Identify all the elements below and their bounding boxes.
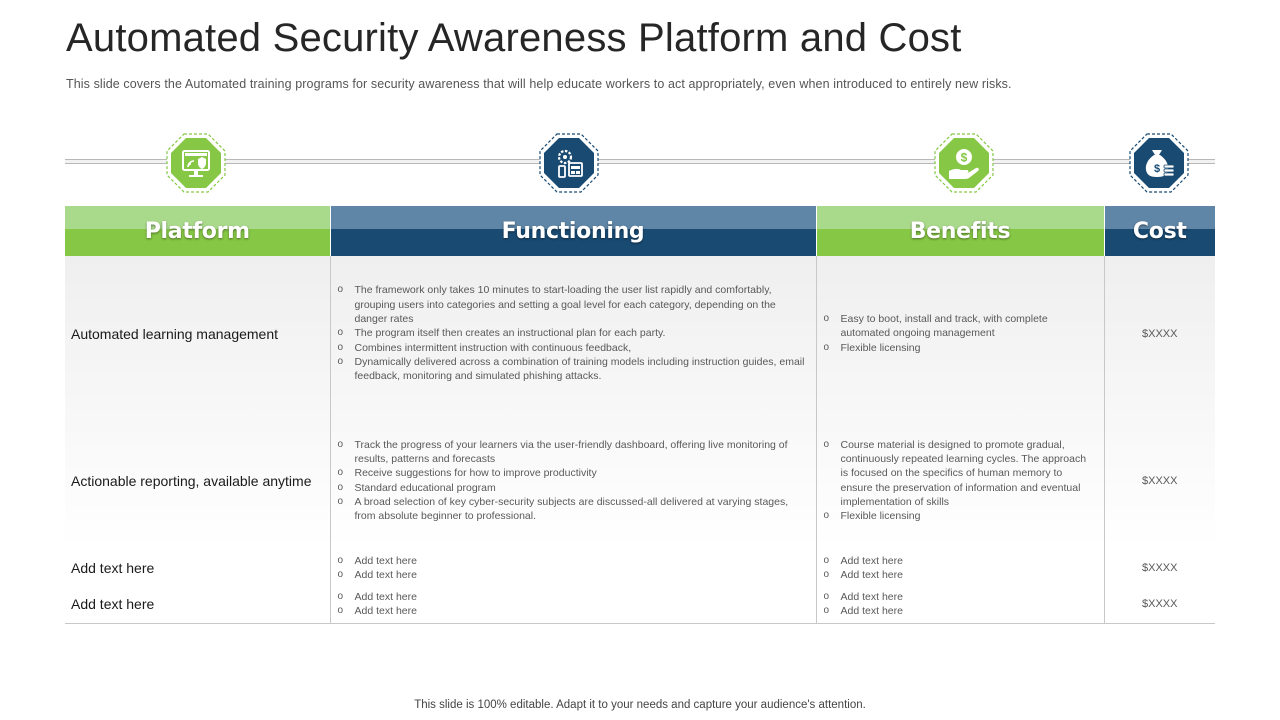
list-item: Add text here bbox=[338, 604, 808, 619]
list-item: Add text here bbox=[824, 568, 1096, 583]
list-item: Flexible licensing bbox=[824, 509, 1096, 524]
table-row: Actionable reporting, available anytime … bbox=[65, 411, 1215, 550]
platform-cell: Add text here bbox=[65, 586, 331, 624]
list-item: Add text here bbox=[338, 554, 808, 569]
list-item: Course material is designed to promote g… bbox=[824, 438, 1096, 509]
list-item: A broad selection of key cyber-security … bbox=[338, 495, 808, 524]
benefits-cell: Course material is designed to promote g… bbox=[816, 411, 1105, 550]
table-row: Add text here Add text here Add text her… bbox=[65, 550, 1215, 586]
list-item: Dynamically delivered across a combinati… bbox=[338, 355, 808, 384]
list-item: The framework only takes 10 minutes to s… bbox=[338, 283, 808, 326]
comparison-table: Platform Functioning Benefits Cost Autom… bbox=[65, 206, 1215, 624]
list-item: Receive suggestions for how to improve p… bbox=[338, 466, 808, 481]
list-item: Add text here bbox=[824, 554, 1096, 569]
cost-cell: $XXXX bbox=[1142, 562, 1178, 574]
footer-note: This slide is 100% editable. Adapt it to… bbox=[414, 699, 866, 711]
platform-cell: Automated learning management bbox=[65, 256, 331, 411]
cost-cell: $XXXX bbox=[1104, 586, 1215, 624]
header-functioning: Functioning bbox=[330, 206, 817, 256]
table-row: Add text here Add text here Add text her… bbox=[65, 586, 1215, 624]
header-platform: Platform bbox=[65, 206, 331, 256]
timeline-line bbox=[65, 159, 1215, 164]
table-header-row: Platform Functioning Benefits Cost bbox=[65, 206, 1215, 256]
svg-text:$: $ bbox=[961, 151, 968, 165]
functioning-cell: The framework only takes 10 minutes to s… bbox=[330, 256, 817, 411]
list-item: Track the progress of your learners via … bbox=[338, 438, 808, 467]
benefits-cell: Easy to boot, install and track, with co… bbox=[816, 256, 1105, 411]
money-bag-icon: $ bbox=[1128, 132, 1190, 194]
cost-cell: $XXXX bbox=[1142, 327, 1178, 340]
page-title: Automated Security Awareness Platform an… bbox=[66, 16, 962, 60]
page-subtitle: This slide covers the Automated training… bbox=[66, 77, 1012, 91]
benefits-cell: Add text here Add text here bbox=[816, 586, 1105, 624]
platform-cell: Actionable reporting, available anytime bbox=[65, 411, 331, 550]
list-item: Combines intermittent instruction with c… bbox=[338, 341, 808, 356]
money-hand-icon: $ bbox=[933, 132, 995, 194]
functioning-cell: Add text here Add text here bbox=[330, 586, 817, 624]
list-item: Add text here bbox=[338, 590, 808, 605]
list-item: The program itself then creates an instr… bbox=[338, 326, 808, 341]
functioning-cell: Add text here Add text here bbox=[330, 550, 817, 586]
functioning-cell: Track the progress of your learners via … bbox=[330, 411, 817, 550]
table-row: Automated learning management The framew… bbox=[65, 256, 1215, 411]
list-item: Flexible licensing bbox=[824, 341, 1096, 356]
list-item: Easy to boot, install and track, with co… bbox=[824, 312, 1096, 341]
list-item: Add text here bbox=[824, 590, 1096, 605]
mobile-settings-icon bbox=[538, 132, 600, 194]
list-item: Add text here bbox=[338, 568, 808, 583]
header-cost: Cost bbox=[1104, 206, 1215, 256]
list-item: Add text here bbox=[824, 604, 1096, 619]
svg-text:$: $ bbox=[1154, 163, 1160, 175]
cost-cell: $XXXX bbox=[1142, 474, 1178, 487]
list-item: Standard educational program bbox=[338, 481, 808, 496]
benefits-cell: Add text here Add text here bbox=[816, 550, 1105, 586]
platform-cell: Add text here bbox=[65, 550, 331, 586]
header-benefits: Benefits bbox=[816, 206, 1105, 256]
monitor-security-icon bbox=[165, 132, 227, 194]
